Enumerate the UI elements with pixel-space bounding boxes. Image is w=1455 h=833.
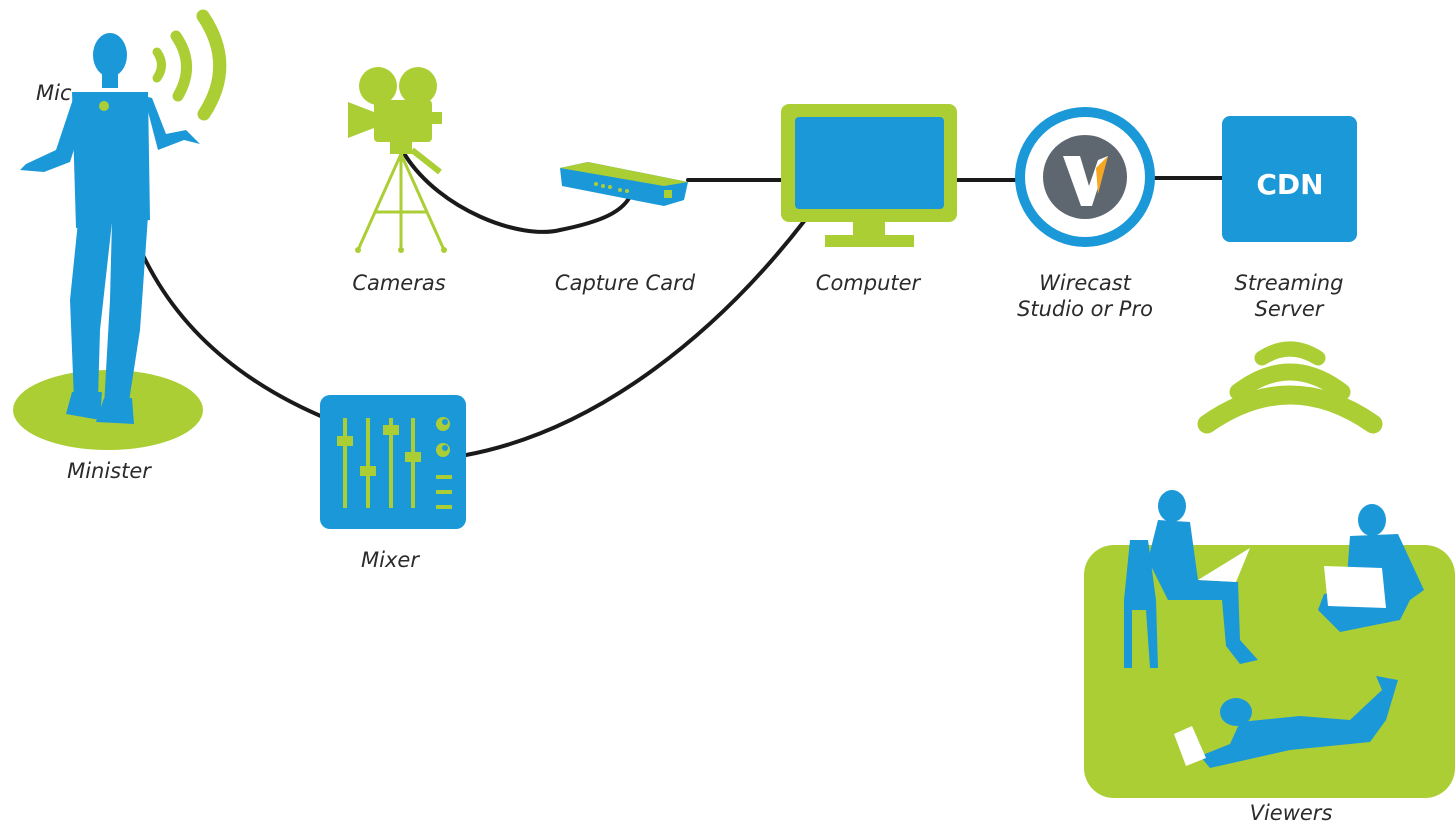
people-with-laptops-icon: [1084, 490, 1455, 798]
wirecast-logo-icon: [1015, 107, 1155, 247]
cdn-server-icon: [1222, 116, 1357, 242]
capture-card-label: Capture Card: [554, 271, 696, 295]
streaming-server-label: Streaming Server: [1206, 270, 1372, 322]
capture-card-device-icon: [560, 162, 688, 206]
film-camera-on-tripod-icon: [348, 67, 447, 253]
wirecast-label-line2: Studio or Pro: [1017, 297, 1153, 321]
minister-label: Minister: [67, 459, 151, 483]
streaming-server-label-line1: Streaming: [1234, 271, 1344, 295]
monitor-icon: [781, 104, 957, 247]
viewers-label: Viewers: [1249, 801, 1333, 825]
wirecast-label-line1: Wirecast: [1039, 271, 1131, 295]
cable-mixer-to-computer: [464, 218, 807, 457]
streaming-server-label-line2: Server: [1254, 297, 1324, 321]
mic-dot: [99, 101, 109, 111]
computer-label: Computer: [815, 271, 921, 295]
mixer-label: Mixer: [361, 548, 419, 572]
wireless-signal-icon: [152, 9, 227, 121]
broadcast-waves-icon: [1197, 341, 1383, 434]
cables: [102, 106, 1227, 457]
wirecast-label: Wirecast Studio or Pro: [1000, 270, 1170, 322]
minister-figure: [13, 33, 203, 450]
cdn-label: CDN: [1256, 168, 1323, 201]
mic-label: Mic: [36, 81, 72, 105]
cameras-label: Cameras: [352, 271, 446, 295]
cable-camera-to-capture-card: [403, 153, 634, 234]
person-silhouette-icon: [20, 33, 200, 424]
audio-mixer-icon: [320, 395, 466, 529]
